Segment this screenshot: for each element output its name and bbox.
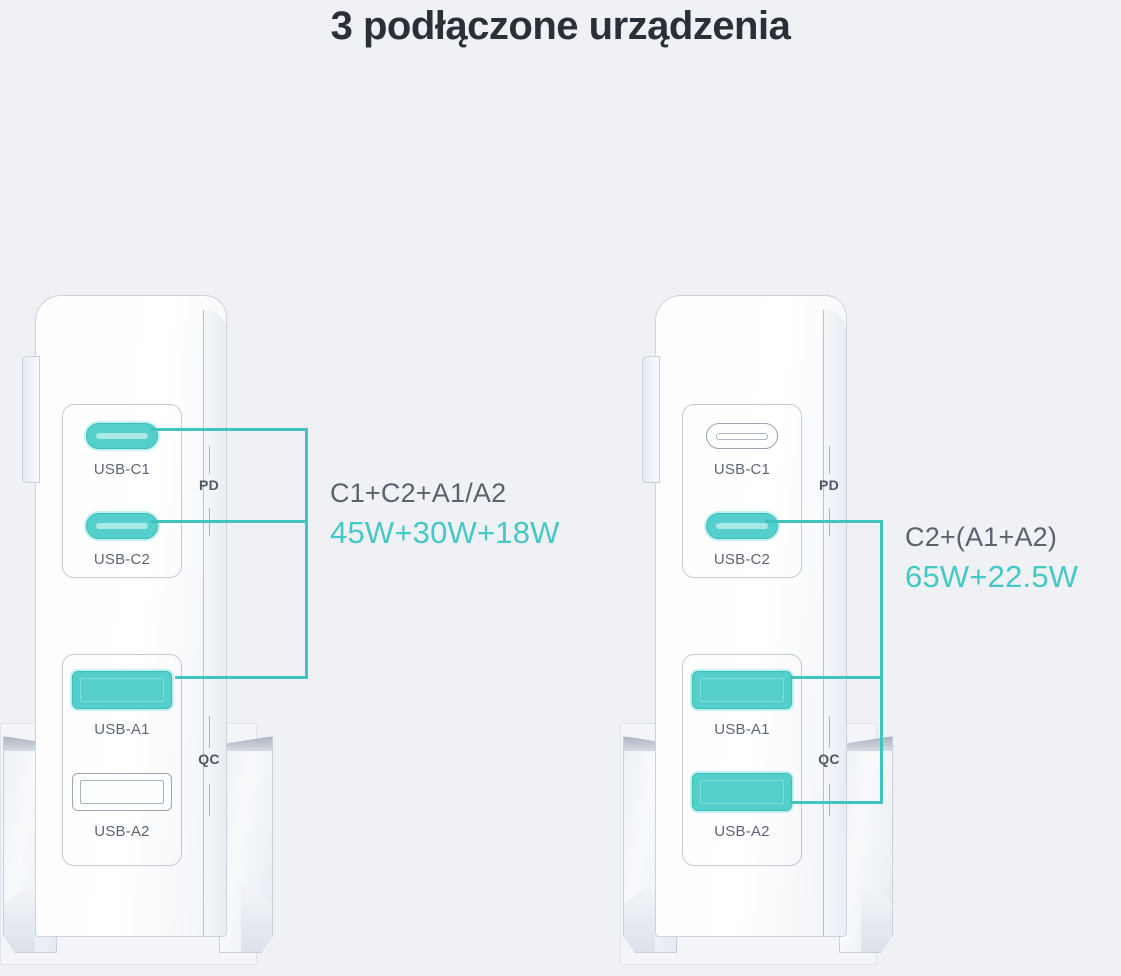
wire-right-trunk — [880, 520, 883, 804]
brace-bar — [829, 784, 830, 816]
usb-a-port-icon[interactable] — [692, 671, 792, 709]
callout-right-power: 65W+22.5W — [905, 559, 1079, 594]
wire-right-usb-a2 — [790, 801, 883, 804]
charger-right-side-tab — [642, 356, 660, 483]
charger-left-usba-group: USB-A1 USB-A2 — [62, 654, 182, 866]
prong-inner — [860, 882, 892, 952]
port-label: USB-A1 — [714, 721, 770, 738]
usb-c-port-icon[interactable] — [706, 513, 778, 539]
charger-right-qc-brace: QC — [806, 716, 852, 816]
port-label: USB-C2 — [713, 551, 771, 568]
charger-left-port-usb-c1[interactable]: USB-C1 — [63, 423, 181, 478]
charger-left-body-edge — [203, 310, 226, 936]
callout-left: C1+C2+A1/A2 45W+30W+18W — [330, 478, 560, 551]
pd-standard-label: PD — [818, 477, 840, 493]
callout-right: C2+(A1+A2) 65W+22.5W — [905, 522, 1078, 595]
port-label: USB-C2 — [93, 551, 151, 568]
brace-bar — [209, 784, 210, 816]
charger-left-port-usb-c2[interactable]: USB-C2 — [63, 513, 181, 568]
qc-standard-label: QC — [818, 751, 840, 767]
usb-a-port-icon[interactable] — [72, 671, 172, 709]
brace-bar — [209, 716, 210, 748]
page-title: 3 podłączone urządzenia — [330, 4, 791, 48]
charger-right-usbc-group: USB-C1 USB-C2 — [682, 404, 802, 578]
charger-right-body: USB-C1 USB-C2 USB-A1 USB-A2 — [642, 295, 847, 937]
pd-standard-label: PD — [198, 477, 220, 493]
port-label: USB-C1 — [713, 461, 771, 478]
usb-a-port-icon[interactable] — [72, 773, 172, 811]
port-label: USB-A2 — [94, 823, 150, 840]
charger-left-body: USB-C1 USB-C2 USB-A1 USB-A2 — [22, 295, 227, 937]
usb-c-port-icon[interactable] — [706, 423, 778, 449]
brace-bar — [829, 716, 830, 748]
prong-inner — [4, 882, 36, 952]
wire-right-usb-c2 — [765, 520, 883, 523]
charger-left-qc-brace: QC — [186, 716, 232, 816]
charger-right-port-usb-c1[interactable]: USB-C1 — [683, 423, 801, 478]
wire-left-usb-c2 — [150, 520, 308, 523]
charger-left-usbc-group: USB-C1 USB-C2 — [62, 404, 182, 578]
charger-right-port-usb-a1[interactable]: USB-A1 — [683, 671, 801, 738]
usb-a-port-icon[interactable] — [692, 773, 792, 811]
brace-bar — [209, 446, 210, 474]
callout-left-combination: C1+C2+A1/A2 — [330, 478, 507, 508]
port-label: USB-A2 — [714, 823, 770, 840]
charger-right-prong-wing-right — [839, 736, 893, 953]
charger-right: USB-C1 USB-C2 USB-A1 USB-A2 — [615, 295, 905, 965]
charger-left-prong-wing-right — [219, 736, 273, 953]
wire-left-usb-c1 — [150, 428, 308, 431]
charger-right-port-usb-a2[interactable]: USB-A2 — [683, 773, 801, 840]
charger-right-port-usb-c2[interactable]: USB-C2 — [683, 513, 801, 568]
charger-left-port-usb-a2[interactable]: USB-A2 — [63, 773, 181, 840]
brace-bar — [829, 446, 830, 474]
charger-right-body-edge — [823, 310, 846, 936]
charger-left: USB-C1 USB-C2 USB-A1 USB-A2 — [0, 295, 285, 965]
charger-left-port-usb-a1[interactable]: USB-A1 — [63, 671, 181, 738]
wire-left-usb-a1 — [175, 676, 308, 679]
prong-inner — [624, 882, 656, 952]
port-label: USB-A1 — [94, 721, 150, 738]
callout-right-combination: C2+(A1+A2) — [905, 522, 1058, 552]
prong-inner — [240, 882, 272, 952]
wire-left-trunk — [305, 428, 308, 679]
callout-left-power: 45W+30W+18W — [330, 515, 560, 550]
wire-right-usb-a1 — [790, 676, 883, 679]
charger-left-side-tab — [22, 356, 40, 483]
port-label: USB-C1 — [93, 461, 151, 478]
usb-c-port-icon[interactable] — [86, 513, 158, 539]
usb-c-port-icon[interactable] — [86, 423, 158, 449]
qc-standard-label: QC — [198, 751, 220, 767]
charger-right-usba-group: USB-A1 USB-A2 — [682, 654, 802, 866]
